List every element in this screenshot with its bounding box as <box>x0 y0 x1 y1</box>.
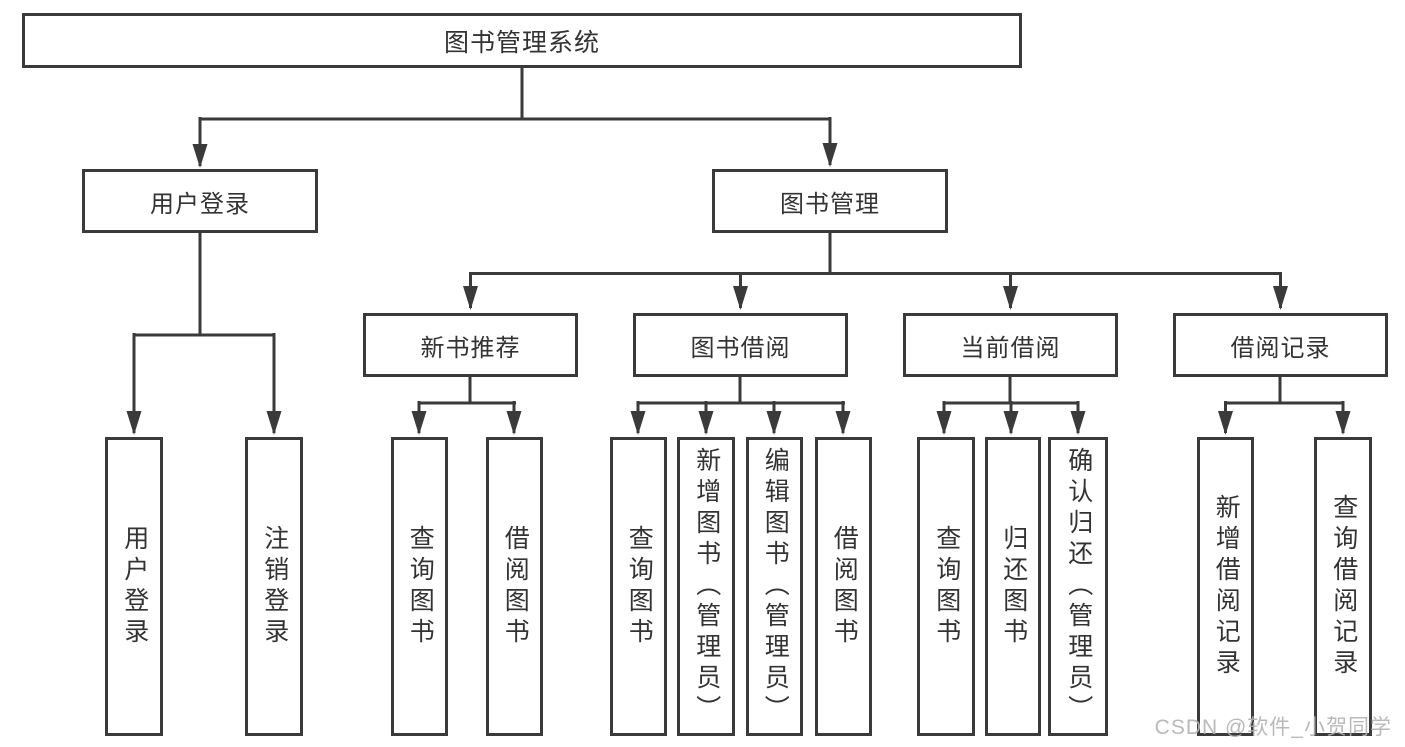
node-book-management: 图书管理 <box>712 169 948 233</box>
leaf-label: 注销登录 <box>260 524 289 649</box>
connector-new-book-children <box>411 377 522 435</box>
node-label: 图书管理 <box>780 190 880 218</box>
leaf-confirm-return-admin: 确认归还（管理员） <box>1048 437 1108 736</box>
leaf-borrow-books: 借阅图书 <box>815 437 872 736</box>
leaf-label: 用户登录 <box>120 524 149 649</box>
leaf-label: 查询借阅记录 <box>1329 493 1358 680</box>
connector-borrow-records-children <box>1218 377 1351 435</box>
node-label: 新书推荐 <box>420 334 521 362</box>
leaf-label: 查询图书 <box>932 524 961 649</box>
connector-root-to-level2 <box>192 68 838 168</box>
leaf-label: 归还图书 <box>999 524 1028 649</box>
leaf-return-book: 归还图书 <box>985 437 1041 736</box>
leaf-add-book-admin: 新增图书（管理员） <box>677 437 735 736</box>
node-book-borrowing: 图书借阅 <box>633 313 848 377</box>
leaf-label: 新增图书（管理员） <box>692 447 721 726</box>
leaf-query-books-borrow: 查询图书 <box>610 437 667 736</box>
csdn-watermark: CSDN @软件_小贺同学 <box>1154 716 1392 739</box>
node-label: 当前借阅 <box>960 334 1061 362</box>
node-borrowing-records: 借阅记录 <box>1173 313 1388 377</box>
leaf-label: 借阅图书 <box>501 524 530 649</box>
node-user-login: 用户登录 <box>82 169 318 233</box>
node-label: 借阅记录 <box>1230 334 1331 362</box>
leaf-label: 编辑图书（管理员） <box>761 447 790 726</box>
leaf-label: 确认归还（管理员） <box>1064 447 1093 726</box>
node-label: 图书借阅 <box>690 334 791 362</box>
leaf-edit-book-admin: 编辑图书（管理员） <box>746 437 803 736</box>
leaf-query-books-recommend: 查询图书 <box>391 437 448 736</box>
connector-current-borrow-children <box>936 377 1086 435</box>
node-label: 图书管理系统 <box>443 28 600 57</box>
leaf-label: 借阅图书 <box>830 524 859 649</box>
node-new-book-recommendation: 新书推荐 <box>363 313 578 377</box>
leaf-label: 查询图书 <box>625 524 654 649</box>
node-label: 用户登录 <box>150 190 250 218</box>
leaf-query-borrow-record: 查询借阅记录 <box>1314 437 1372 736</box>
node-library-management-system: 图书管理系统 <box>22 13 1022 68</box>
leaf-user-login: 用户登录 <box>105 437 163 736</box>
leaf-logout: 注销登录 <box>245 437 303 736</box>
connector-book-management-children <box>463 233 1288 310</box>
leaf-borrow-books-recommend: 借阅图书 <box>486 437 543 736</box>
leaf-query-books-current: 查询图书 <box>917 437 975 736</box>
leaf-label: 查询图书 <box>406 524 435 649</box>
node-current-borrowing: 当前借阅 <box>903 313 1118 377</box>
leaf-add-borrow-record: 新增借阅记录 <box>1197 437 1254 736</box>
leaf-label: 新增借阅记录 <box>1212 493 1241 680</box>
connector-user-login-children <box>126 233 282 435</box>
connector-book-borrow-children <box>630 377 851 435</box>
